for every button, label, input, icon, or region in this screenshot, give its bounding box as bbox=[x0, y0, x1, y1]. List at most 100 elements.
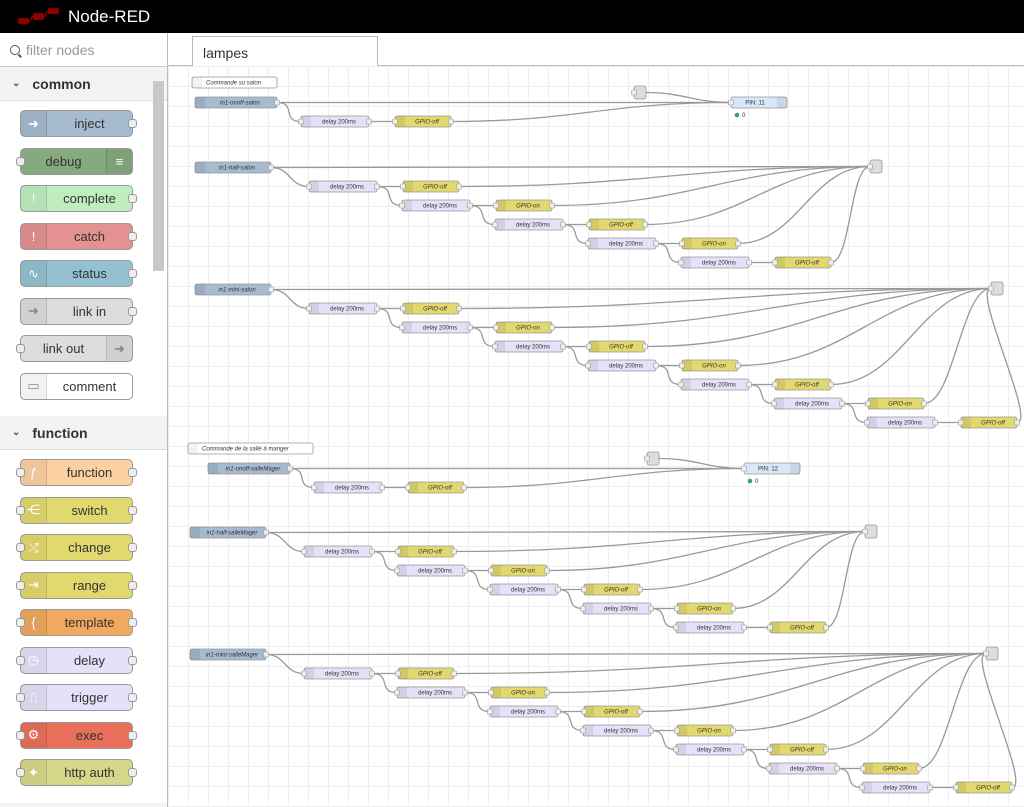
wire[interactable] bbox=[836, 767, 863, 789]
change-node[interactable]: GPIO-off bbox=[395, 667, 457, 680]
input-port[interactable] bbox=[487, 586, 493, 593]
palette-node-change[interactable]: ⤮change bbox=[16, 534, 137, 561]
wire[interactable] bbox=[986, 287, 1022, 424]
output-port[interactable] bbox=[461, 484, 467, 491]
input-port[interactable] bbox=[394, 567, 400, 574]
change-node[interactable]: GPIO-off bbox=[400, 302, 462, 315]
rpi-gpio-out-node[interactable]: PIN: 12 bbox=[741, 462, 801, 475]
output-port[interactable] bbox=[128, 231, 137, 241]
output-port[interactable] bbox=[128, 468, 137, 477]
wire[interactable] bbox=[562, 345, 589, 367]
comment-node[interactable]: Commande su salon bbox=[191, 76, 278, 89]
change-node[interactable]: GPIO-off bbox=[581, 583, 643, 596]
output-port[interactable] bbox=[128, 505, 137, 515]
input-port[interactable] bbox=[301, 670, 307, 677]
change-node[interactable]: GPIO-off bbox=[772, 256, 834, 269]
input-port[interactable] bbox=[673, 624, 679, 631]
output-port[interactable] bbox=[741, 624, 747, 631]
wire[interactable] bbox=[918, 652, 987, 770]
delay-node[interactable]: delay 200ms bbox=[678, 256, 752, 269]
output-port[interactable] bbox=[451, 548, 457, 555]
wire[interactable] bbox=[737, 165, 871, 245]
input-port[interactable] bbox=[679, 362, 685, 369]
output-port[interactable] bbox=[128, 119, 137, 128]
wire[interactable] bbox=[270, 288, 310, 310]
wire[interactable] bbox=[464, 691, 491, 713]
input-port[interactable] bbox=[673, 746, 679, 753]
palette-node-http-auth[interactable]: ✦http auth bbox=[16, 759, 137, 786]
delay-node[interactable]: delay 200ms bbox=[673, 621, 747, 634]
wire[interactable] bbox=[289, 467, 315, 489]
input-port[interactable] bbox=[586, 343, 592, 350]
input-port[interactable] bbox=[678, 259, 684, 266]
wire[interactable] bbox=[265, 531, 305, 553]
wire[interactable] bbox=[658, 457, 745, 470]
input-port[interactable] bbox=[859, 784, 865, 791]
wire[interactable] bbox=[743, 748, 770, 770]
wire[interactable] bbox=[737, 287, 992, 367]
delay-node[interactable]: delay 200ms bbox=[487, 705, 561, 718]
link-node[interactable] bbox=[862, 524, 878, 539]
wire[interactable] bbox=[551, 287, 992, 329]
wire[interactable] bbox=[639, 530, 866, 591]
input-port[interactable] bbox=[772, 381, 778, 388]
delay-node[interactable]: delay 200ms bbox=[864, 416, 938, 429]
input-port[interactable] bbox=[678, 381, 684, 388]
output-port[interactable] bbox=[839, 400, 845, 407]
wire[interactable] bbox=[458, 165, 871, 188]
delay-node[interactable]: delay 200ms bbox=[399, 199, 473, 212]
wire[interactable] bbox=[469, 326, 496, 348]
input-port[interactable] bbox=[865, 400, 871, 407]
change-node[interactable]: GPIO-off bbox=[772, 378, 834, 391]
delay-node[interactable]: delay 200ms bbox=[766, 762, 840, 775]
input-port[interactable] bbox=[581, 586, 587, 593]
input-port[interactable] bbox=[983, 650, 989, 657]
input-port[interactable] bbox=[487, 708, 493, 715]
input-port[interactable] bbox=[585, 362, 591, 369]
output-port[interactable] bbox=[456, 183, 462, 190]
link-node[interactable] bbox=[983, 646, 999, 661]
input-port[interactable] bbox=[400, 305, 406, 312]
output-port[interactable] bbox=[642, 221, 648, 228]
input-port[interactable] bbox=[395, 670, 401, 677]
output-port[interactable] bbox=[653, 240, 659, 247]
input-port[interactable] bbox=[488, 567, 494, 574]
output-port[interactable] bbox=[448, 118, 454, 125]
output-port[interactable] bbox=[730, 605, 736, 612]
inject-node[interactable]: in1-mini-salleMager bbox=[189, 648, 269, 661]
change-node[interactable]: GPIO-on bbox=[488, 686, 550, 699]
input-port[interactable] bbox=[306, 183, 312, 190]
output-port[interactable] bbox=[374, 183, 380, 190]
filter-nodes-input[interactable]: filter nodes bbox=[0, 33, 167, 67]
output-port[interactable] bbox=[642, 343, 648, 350]
delay-node[interactable]: delay 200ms bbox=[771, 397, 845, 410]
input-port[interactable] bbox=[953, 784, 959, 791]
delay-node[interactable]: delay 200ms bbox=[487, 583, 561, 596]
output-port[interactable] bbox=[648, 605, 654, 612]
wire[interactable] bbox=[450, 101, 732, 123]
delay-node[interactable]: delay 200ms bbox=[399, 321, 473, 334]
output-port[interactable] bbox=[462, 689, 468, 696]
input-port[interactable] bbox=[580, 727, 586, 734]
input-port[interactable] bbox=[492, 343, 498, 350]
wire[interactable] bbox=[265, 530, 866, 534]
change-node[interactable]: GPIO-off bbox=[767, 743, 829, 756]
output-port[interactable] bbox=[735, 240, 741, 247]
input-port[interactable] bbox=[16, 468, 25, 477]
wire[interactable] bbox=[458, 287, 992, 310]
delay-node[interactable]: delay 200ms bbox=[298, 115, 372, 128]
output-port[interactable] bbox=[467, 202, 473, 209]
wire[interactable] bbox=[551, 165, 871, 207]
wire[interactable] bbox=[732, 530, 866, 610]
wire[interactable] bbox=[453, 530, 866, 553]
output-port[interactable] bbox=[287, 465, 293, 472]
change-node[interactable]: GPIO-on bbox=[488, 564, 550, 577]
input-port[interactable] bbox=[862, 528, 868, 535]
input-port[interactable] bbox=[306, 305, 312, 312]
inject-node[interactable]: in1-half-salon bbox=[194, 161, 274, 174]
input-port[interactable] bbox=[400, 183, 406, 190]
wire[interactable] bbox=[650, 607, 677, 629]
change-node[interactable]: GPIO-off bbox=[953, 781, 1015, 794]
input-port[interactable] bbox=[16, 655, 25, 665]
output-port[interactable] bbox=[369, 548, 375, 555]
